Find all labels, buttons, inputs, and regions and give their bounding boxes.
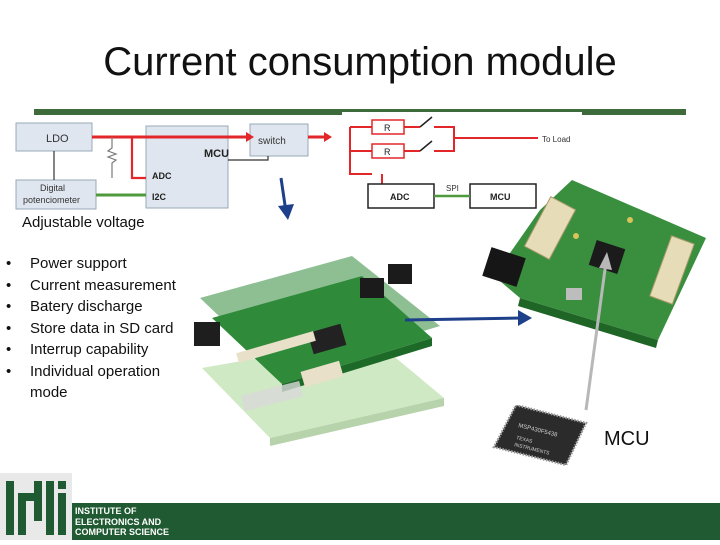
institute-name-line: ELECTRONICS AND (75, 516, 162, 527)
adjustable-voltage-caption: Adjustable voltage (22, 214, 145, 231)
institute-logo-mark (6, 481, 66, 535)
bullet-item: Individual operation mode (6, 361, 178, 404)
bullet-item: Current measurement (6, 275, 178, 297)
down-arrow-to-board (278, 177, 294, 220)
institute-name-line: INSTITUTE OF (75, 506, 137, 516)
i2c-label: I2C (152, 192, 167, 202)
bullet-item: Interrup capability (6, 339, 178, 361)
measurement-board-illustration (482, 180, 706, 348)
up-arrow-to-mcu (584, 252, 612, 411)
slide-title: Current consumption module (103, 40, 617, 84)
mcu-block (145, 125, 229, 209)
feature-list: Power support Current measurement Batery… (6, 253, 178, 404)
mcu-chip-illustration: MSP430F5438 TEXAS INSTRUMENTS (492, 405, 588, 467)
stacked-boards-illustration (194, 256, 444, 446)
footer-bar (0, 503, 720, 540)
adc-box-label: ADC (390, 192, 410, 202)
chip-brand-line1: TEXAS (516, 435, 534, 445)
mcu-label: MCU (204, 148, 229, 160)
ldo-label: LDO (46, 133, 69, 145)
switch-label: switch (258, 136, 286, 147)
adc-label: ADC (152, 171, 172, 181)
bullet-item: Batery discharge (6, 296, 178, 318)
ldo-block (15, 122, 93, 152)
spi-label: SPI (446, 184, 459, 193)
spi-adc-schematic: R R To Load ADC MCU SPI (342, 112, 582, 212)
mcu-callout-label: MCU (604, 428, 650, 450)
digital-potentiometer-block (15, 179, 97, 210)
digital-pot-label-2: potenciometer (23, 195, 80, 205)
institute-name-line: COMPUTER SCIENCE (75, 527, 170, 537)
resistor-top-label: R (384, 123, 391, 133)
right-arrow-to-board (404, 310, 532, 326)
switch-block (249, 123, 309, 157)
resistor-bottom-label: R (384, 147, 391, 157)
to-load-label: To Load (542, 135, 570, 144)
page-number: 6 (670, 478, 678, 492)
bullet-item: Power support (6, 253, 178, 275)
institute-name: INSTITUTE OF ELECTRONICS AND COMPUTER SC… (75, 506, 169, 538)
bullet-item: Store data in SD card (6, 318, 178, 340)
mcu-box-label: MCU (490, 192, 511, 202)
institute-logo (0, 473, 72, 540)
current-measurement-schematic: LDO switch MCU ADC I2C Digital potenciom… (15, 122, 332, 210)
digital-pot-label-1: Digital (40, 183, 65, 193)
